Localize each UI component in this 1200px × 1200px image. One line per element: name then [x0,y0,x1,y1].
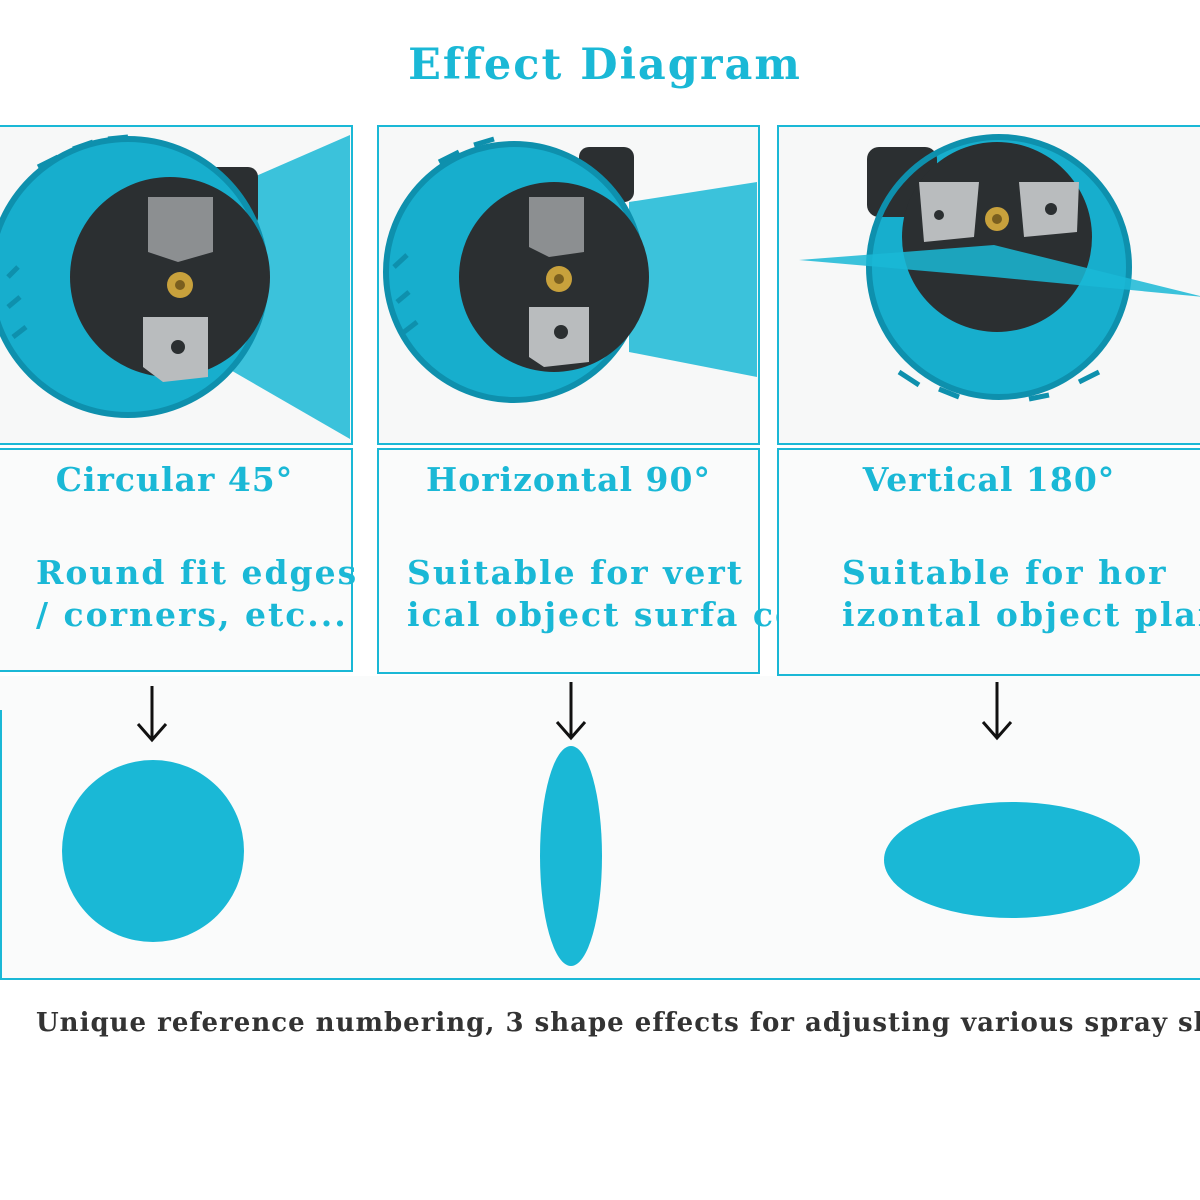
mode-title-circular: Circular 45° [55,460,294,499]
mode-card-circular: Circular 45° Round fit edges / corners, … [0,448,356,672]
arrow-down-icon-vertical [981,682,1013,741]
spray-shape-vertical-ellipse [540,746,602,966]
page-title: Effect Diagram [408,40,802,90]
spray-shape-circle [62,760,244,942]
mode-desc-circular: Round fit edges / corners, etc... [36,553,359,634]
mode-title-horizontal: Horizontal 90° [426,460,711,499]
mode-card-vertical: Vertical 180° Suitable for hor izontal o… [777,448,1200,676]
mode-desc-vertical: Suitable for hor izontal object plane [842,553,1200,634]
nozzle-photo-horizontal [377,125,760,445]
mode-desc-horizontal: Suitable for vert ical object surfa ce [407,553,798,634]
spray-shape-area [0,676,1200,980]
left-border-line [0,710,2,980]
footer-caption: Unique reference numbering, 3 shape effe… [36,1008,1200,1038]
arrow-down-icon-horizontal [555,682,587,741]
nozzle-photo-circular [0,125,353,445]
nozzle-photo-vertical [777,125,1200,445]
arrow-down-icon-circular [136,686,168,743]
mode-card-horizontal: Horizontal 90° Suitable for vert ical ob… [377,448,796,674]
mode-title-vertical: Vertical 180° [862,460,1116,499]
spray-shape-horizontal-ellipse [884,802,1140,918]
